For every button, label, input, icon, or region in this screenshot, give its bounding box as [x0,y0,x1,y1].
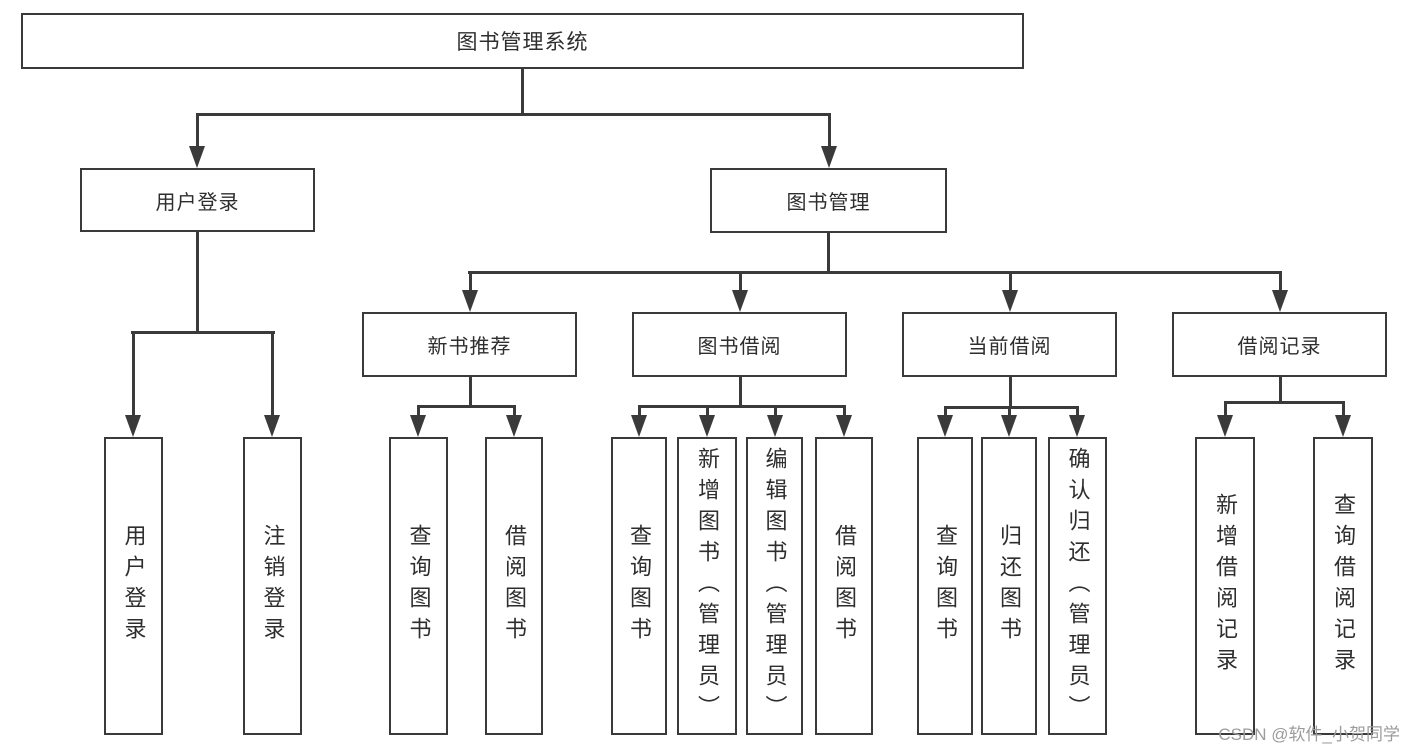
node-label: 新增借阅记录 [1213,493,1238,679]
arrow-down-icon [1002,290,1018,312]
leaf-query-books: 查询图书 [611,437,667,735]
connector-line [706,405,709,419]
node-label: 新书推荐 [427,336,512,358]
connector-line [469,377,472,408]
arrow-down-icon [189,146,205,168]
connector-line [469,271,472,295]
leaf-user-login: 用户登录 [104,437,163,735]
node-user-login: 用户登录 [80,168,315,232]
connector-line [1224,401,1227,419]
node-label: 当前借阅 [967,336,1052,358]
connector-line [1009,377,1012,409]
connector-line [944,406,1079,409]
arrow-down-icon [699,415,715,437]
connector-line [1009,271,1012,295]
arrow-down-icon [1001,415,1017,437]
arrow-down-icon [506,415,522,437]
arrow-down-icon [410,415,426,437]
arrow-down-icon [462,290,478,312]
leaf-confirm-return-admin: 确认归还（管理员） [1048,437,1107,735]
connector-line [944,406,947,419]
connector-line [843,405,846,419]
arrow-down-icon [732,290,748,312]
node-book-borrow: 图书借阅 [632,312,847,377]
node-label: 查询借阅记录 [1331,493,1356,679]
connector-line [739,377,742,408]
node-label: 用户登录 [155,191,240,214]
connector-line [131,331,275,334]
node-current-borrow: 当前借阅 [902,312,1117,377]
node-label: 编辑图书（管理员） [762,446,788,726]
arrow-down-icon [125,415,141,437]
node-new-book-recommend: 新书推荐 [362,312,577,377]
csdn-watermark: CSDN @软件_小贺同学 [1218,725,1400,744]
connector-line [468,271,1282,274]
connector-line [513,405,516,419]
connector-line [1342,401,1345,419]
leaf-borrow-books: 借阅图书 [485,437,543,735]
arrow-down-icon [1335,415,1351,437]
arrow-down-icon [821,146,837,168]
node-label: 用户登录 [121,524,147,648]
node-label: 图书管理 [786,192,871,214]
connector-line [1279,377,1282,404]
leaf-add-books-admin: 新增图书（管理员） [677,437,737,735]
arrow-down-icon [1069,415,1085,437]
leaf-return-books: 归还图书 [981,437,1037,735]
arrow-down-icon [1217,415,1233,437]
node-label: 图书借阅 [697,336,782,358]
node-label: 查询图书 [627,524,652,648]
leaf-logout: 注销登录 [243,437,302,735]
leaf-edit-books-admin: 编辑图书（管理员） [746,437,803,735]
node-book-management: 图书管理 [710,168,947,233]
connector-line [828,113,831,149]
connector-line [827,233,830,274]
connector-line [196,232,199,334]
connector-line [521,69,524,116]
arrow-down-icon [937,415,953,437]
node-label: 图书管理系统 [456,31,589,54]
connector-line [1279,271,1282,295]
connector-line [638,405,846,408]
connector-line [1008,406,1011,419]
arrow-down-icon [631,415,647,437]
connector-line [1076,406,1079,419]
connector-line [132,331,135,417]
node-label: 归还图书 [997,524,1022,648]
node-root-library-system: 图书管理系统 [21,13,1024,69]
connector-line [739,271,742,295]
leaf-query-books: 查询图书 [917,437,973,735]
leaf-add-borrow-record: 新增借阅记录 [1195,437,1255,735]
node-label: 借阅记录 [1237,336,1322,358]
connector-line [196,113,199,149]
node-label: 借阅图书 [832,524,857,648]
connector-line [196,113,831,116]
connector-line [638,405,641,419]
connector-line [774,405,777,419]
leaf-query-books: 查询图书 [389,437,448,735]
connector-line [417,405,420,419]
arrow-down-icon [767,415,783,437]
node-label: 确认归还（管理员） [1065,446,1091,726]
node-label: 新增图书（管理员） [695,446,720,726]
node-label: 注销登录 [260,524,286,648]
connector-line [271,331,274,417]
node-label: 查询图书 [933,524,958,648]
arrow-down-icon [264,415,280,437]
leaf-query-borrow-record: 查询借阅记录 [1313,437,1373,735]
connector-line [417,405,516,408]
node-label: 借阅图书 [502,524,527,648]
connector-line [1224,401,1344,404]
leaf-borrow-books: 借阅图书 [815,437,873,735]
node-label: 查询图书 [406,524,432,648]
arrow-down-icon [836,415,852,437]
node-borrow-records: 借阅记录 [1172,312,1387,377]
arrow-down-icon [1272,290,1288,312]
